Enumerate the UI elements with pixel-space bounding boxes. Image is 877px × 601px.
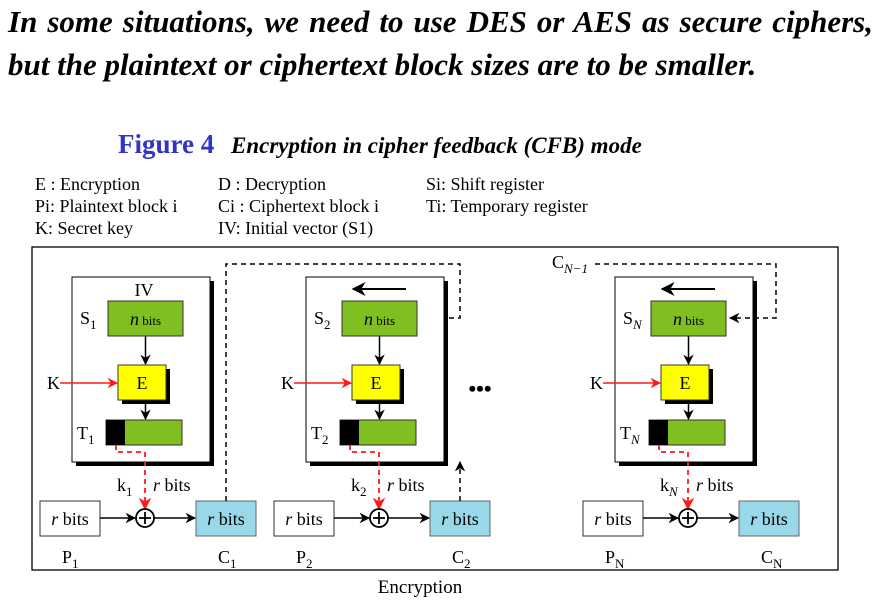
temp-register-name: T2 xyxy=(311,423,329,447)
shift-register-label: n bits xyxy=(130,309,161,329)
key-label: K xyxy=(590,373,603,393)
shift-register-name: S2 xyxy=(314,308,331,332)
shift-register xyxy=(341,300,418,337)
shift-register-label: n bits xyxy=(364,309,395,329)
temp-register-selected-bits xyxy=(106,420,125,445)
temp-register-selected-bits xyxy=(340,420,359,445)
legend-secret-key: K: Secret key xyxy=(35,218,133,238)
feedback-cn-1-to-sn xyxy=(595,263,777,324)
key-stream-arrow xyxy=(115,445,152,511)
shift-register-name: S1 xyxy=(80,308,97,332)
legend-shift-register: Si: Shift register xyxy=(426,174,544,194)
plaintext-name: PN xyxy=(605,547,625,571)
figure-title: Figure 4 Encryption in cipher feedback (… xyxy=(118,129,642,160)
ciphertext-name: C1 xyxy=(218,547,237,571)
key-stream-bits: r bits xyxy=(387,475,425,495)
iv-label: IV xyxy=(135,280,154,300)
feedback-cn-1-label: CN−1 xyxy=(552,252,588,276)
legend-ciphertext: Ci : Ciphertext block i xyxy=(218,196,379,216)
legend-temp-register: Ti: Temporary register xyxy=(426,196,588,216)
legend-col-3: Si: Shift register Ti: Temporary registe… xyxy=(426,173,588,217)
plaintext-box-label: r bits xyxy=(51,509,89,529)
feedback-c1-to-s2 xyxy=(225,263,461,501)
key-stream-arrow xyxy=(658,445,695,511)
plaintext-name: P1 xyxy=(62,547,79,571)
key-stream-label: k2 xyxy=(351,475,367,499)
figure-number: Figure 4 xyxy=(118,129,215,159)
key-stream-label: k1 xyxy=(117,475,133,499)
ciphertext-name: CN xyxy=(761,547,783,571)
ciphertext-box-label: r bits xyxy=(207,509,245,529)
plaintext-name: P2 xyxy=(296,547,313,571)
shift-register xyxy=(107,300,184,337)
ciphertext-name: C2 xyxy=(452,547,471,571)
plaintext-box-label: r bits xyxy=(594,509,632,529)
key-stream-bits: r bits xyxy=(153,475,191,495)
legend-col-2: D : Decryption Ci : Ciphertext block i I… xyxy=(218,173,379,239)
key-label: K xyxy=(281,373,294,393)
temp-register-selected-bits xyxy=(649,420,668,445)
ciphertext-box xyxy=(429,500,491,537)
plaintext-box-label: r bits xyxy=(285,509,323,529)
ellipsis: ••• xyxy=(468,376,491,401)
key-stream-label: kN xyxy=(660,475,679,499)
ciphertext-box xyxy=(195,500,257,537)
encrypt-label: E xyxy=(680,373,691,393)
temp-register-name: TN xyxy=(620,423,641,447)
encrypt-label: E xyxy=(371,373,382,393)
temp-register-name: T1 xyxy=(77,423,95,447)
intro-text: In some situations, we need to use DES o… xyxy=(8,4,873,82)
outer-frame xyxy=(31,246,839,571)
key-stream-bits: r bits xyxy=(696,475,734,495)
encrypt-label: E xyxy=(137,373,148,393)
encrypt-box xyxy=(660,364,710,401)
legend-iv: IV: Initial vector (S1) xyxy=(218,218,374,238)
key-label: K xyxy=(47,373,60,393)
legend-plaintext: Pi: Plaintext block i xyxy=(35,196,178,216)
legend-col-1: E : Encryption Pi: Plaintext block i K: … xyxy=(35,173,178,239)
stage-2: E Kr bits r bits r bits xyxy=(273,276,491,537)
figure-caption: Encryption in cipher feedback (CFB) mode xyxy=(231,133,642,158)
ciphertext-box-label: r bits xyxy=(441,509,479,529)
ciphertext-box-label: r bits xyxy=(750,509,788,529)
shift-register-label: n bits xyxy=(673,309,704,329)
stage-3: E Kr bits r bits r bits xyxy=(582,263,800,537)
stage-1: IV E Kr bits r bits r bits xyxy=(39,263,461,537)
legend-encryption: E : Encryption xyxy=(35,174,140,194)
encrypt-box xyxy=(117,364,167,401)
shift-register xyxy=(650,300,727,337)
shift-register-name: SN xyxy=(623,308,643,332)
key-stream-arrow xyxy=(349,445,386,511)
legend-decryption: D : Decryption xyxy=(218,174,326,194)
figure-footer: Encryption xyxy=(378,577,463,598)
encrypt-box xyxy=(351,364,401,401)
ciphertext-box xyxy=(738,500,800,537)
